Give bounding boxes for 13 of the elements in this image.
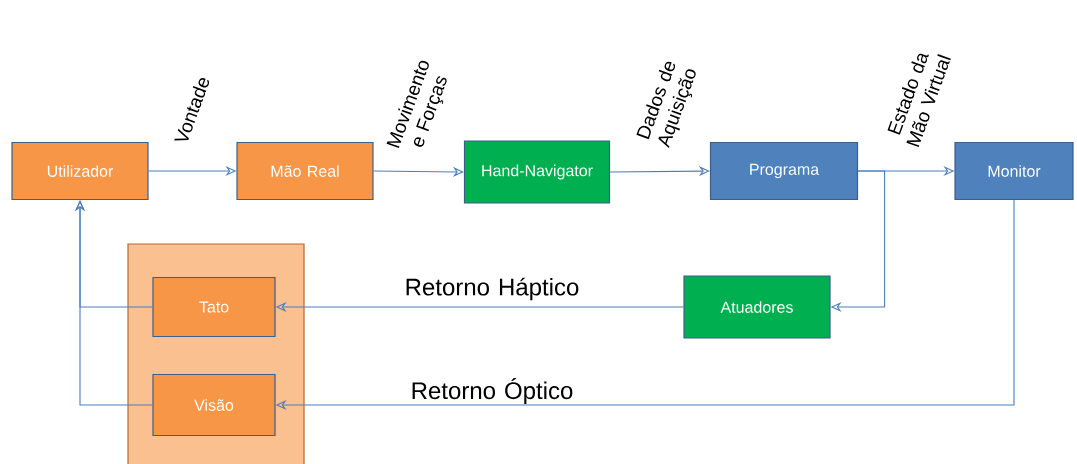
process-box: Tato [152, 276, 276, 338]
process-box: Visão [152, 373, 276, 437]
process-box: Hand-Navigator [463, 140, 611, 204]
edge-label: Retorno Óptico [412, 378, 573, 404]
process-box: Programa [709, 141, 859, 201]
edge-label: Retorno Háptico [406, 277, 579, 301]
arrow [373, 166, 464, 177]
process-box: Atuadores [683, 275, 831, 339]
process-box: Mão Real [236, 141, 374, 201]
process-box: Monitor [954, 141, 1074, 201]
edge-label: Estado da Mão Virtual [887, 53, 951, 148]
arrow [74, 200, 153, 406]
process-box: Utilizador [11, 141, 149, 201]
